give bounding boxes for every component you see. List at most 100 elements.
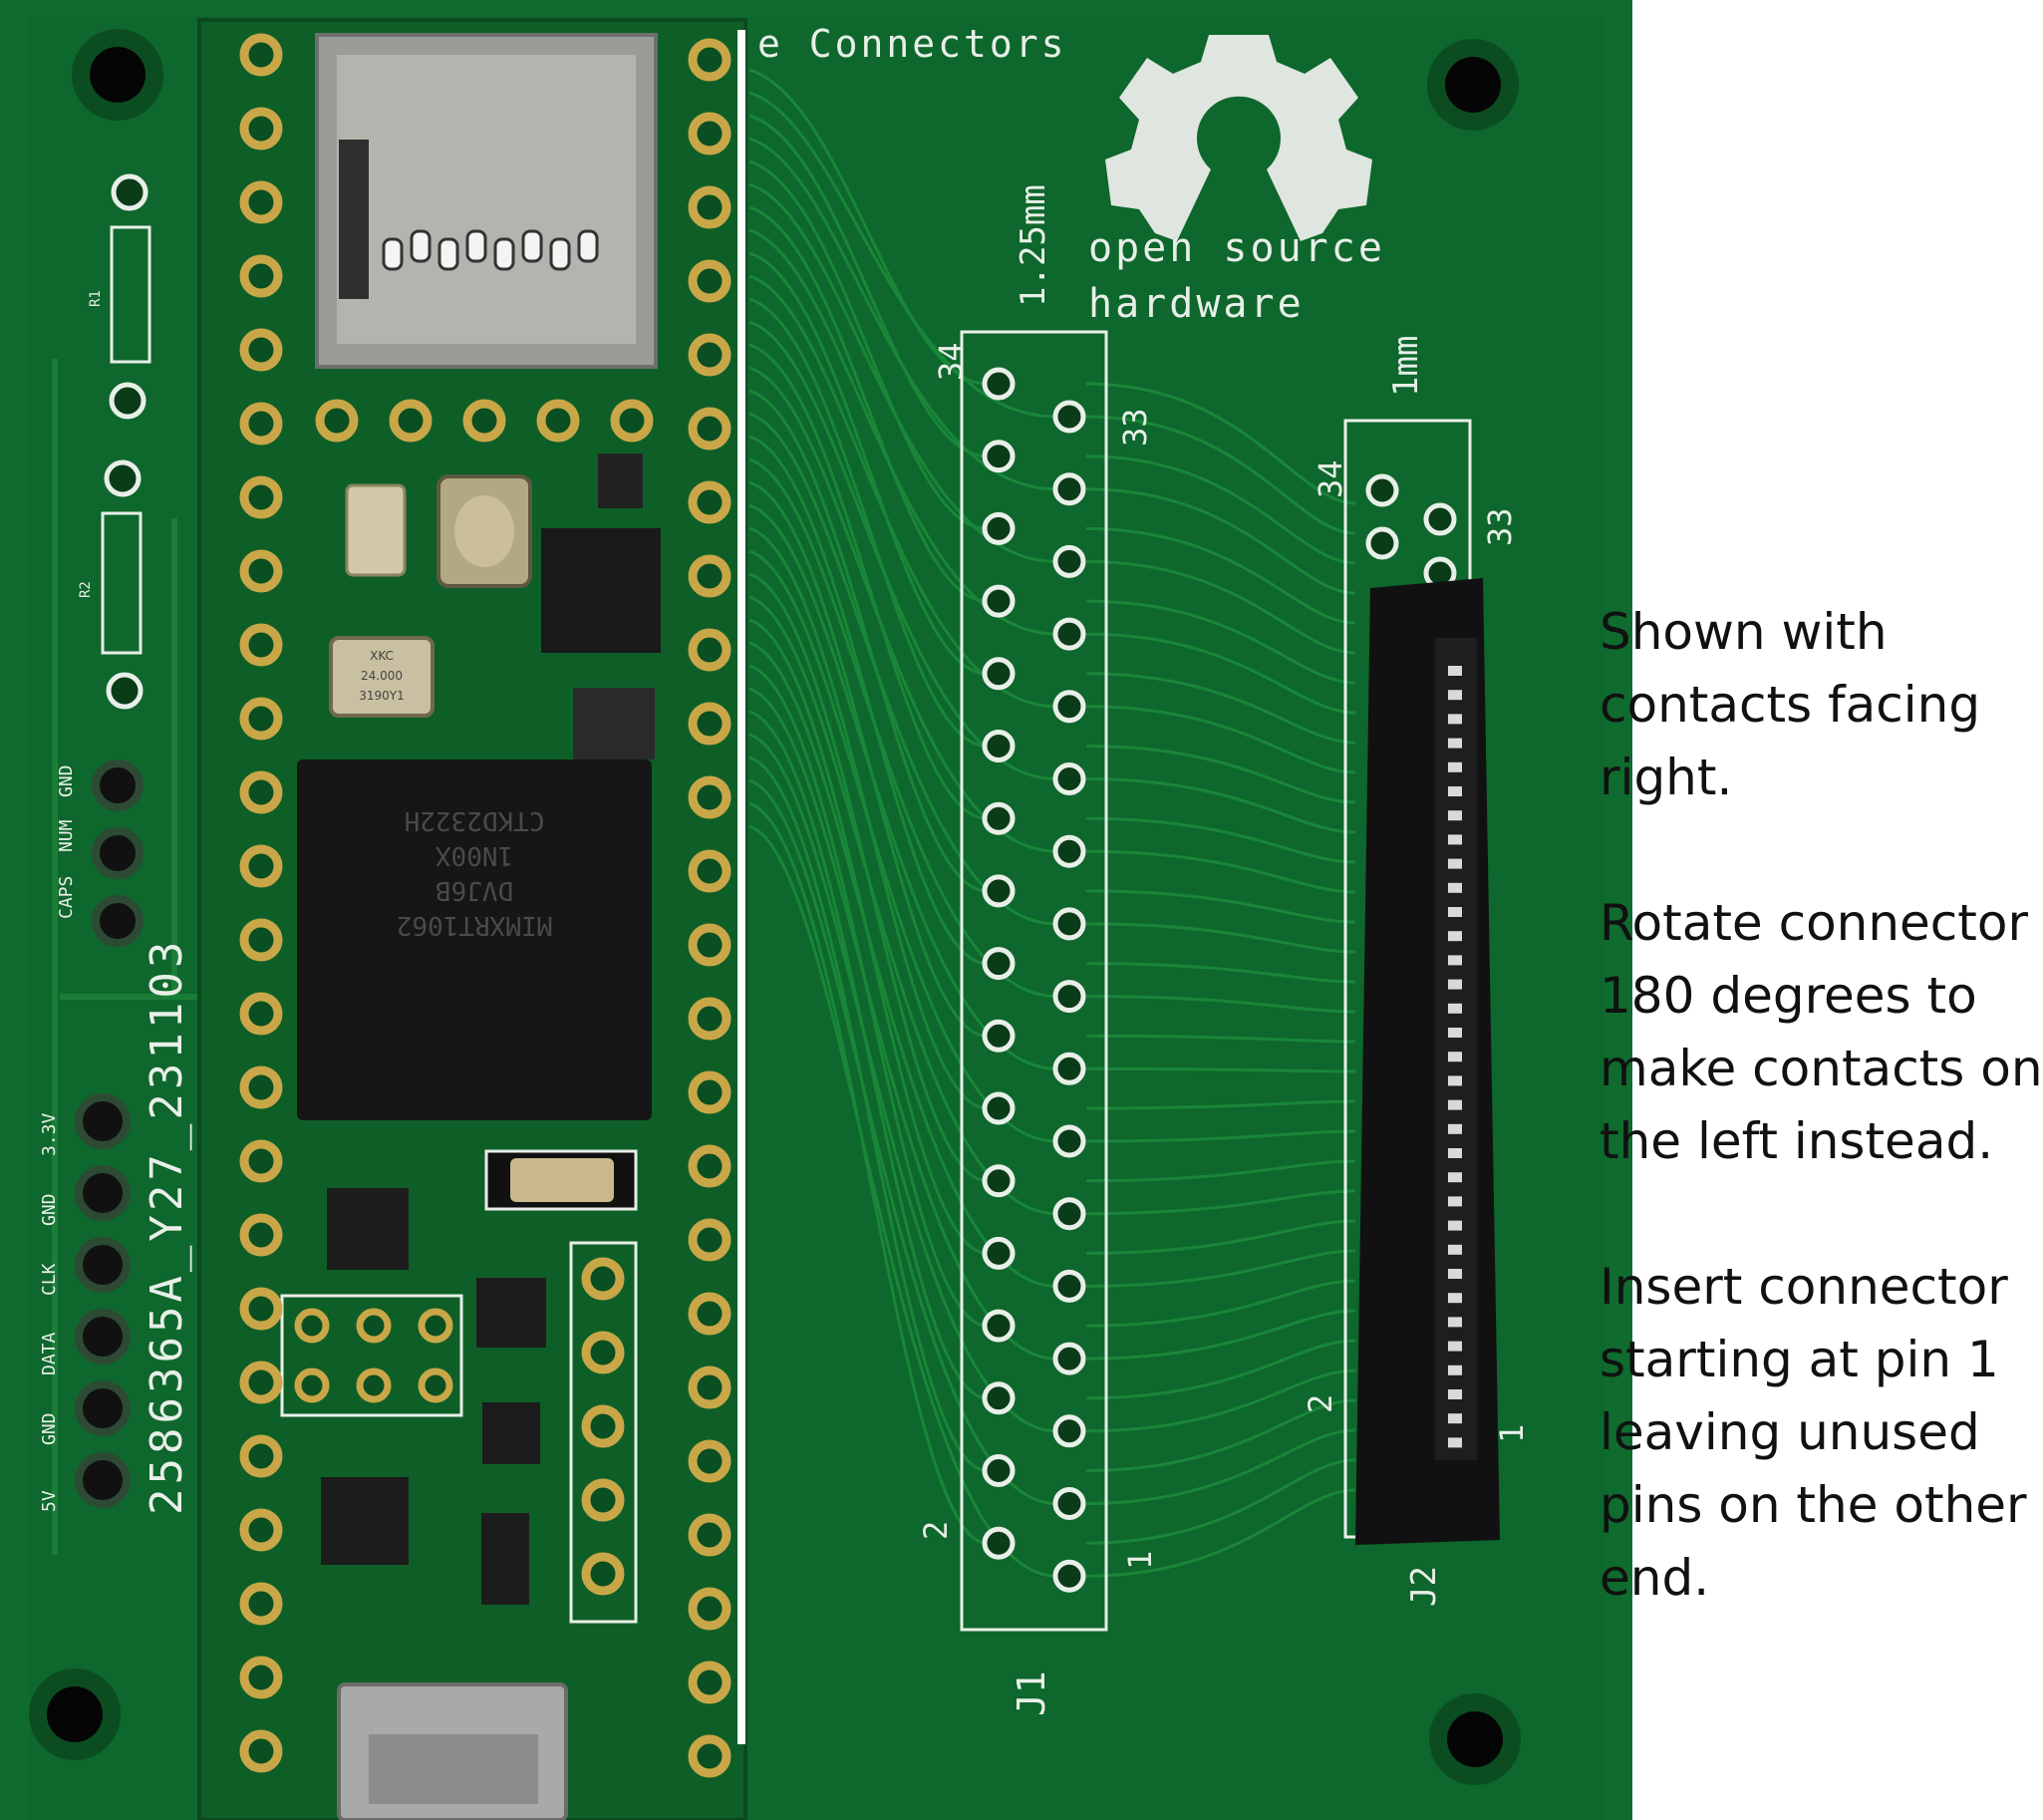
j2-contact xyxy=(1448,979,1462,990)
header-label: CLK xyxy=(39,1263,60,1296)
header-label: 3.3V xyxy=(39,1112,60,1156)
trace-line xyxy=(1085,1488,1356,1578)
j2-contact xyxy=(1448,858,1462,869)
j1-pad xyxy=(1052,617,1086,651)
pad-block-pin xyxy=(356,1367,392,1403)
teensy-pad-row xyxy=(389,399,433,443)
teensy-pin-right xyxy=(688,1070,731,1114)
j2-contact xyxy=(1448,1172,1462,1183)
crystal-text-line: 24.000 xyxy=(361,669,403,683)
header-label: GND xyxy=(39,1193,60,1226)
teensy-pin-left xyxy=(239,1287,283,1331)
trace-line xyxy=(1085,1428,1356,1505)
j2-contact xyxy=(1448,1220,1462,1231)
sd-contact xyxy=(493,237,515,271)
teensy-pin-right xyxy=(688,185,731,229)
j2-contact xyxy=(1448,761,1462,772)
trace-line xyxy=(1085,1458,1356,1545)
j2-contact xyxy=(1448,810,1462,821)
trace-line xyxy=(748,343,988,820)
j1-pad xyxy=(982,440,1016,473)
j1-pad xyxy=(1052,544,1086,578)
trace-line xyxy=(1085,705,1356,774)
j1-pad xyxy=(982,1309,1016,1343)
trace-line xyxy=(1085,889,1356,924)
j1-pad xyxy=(1052,690,1086,724)
trace-line xyxy=(1085,599,1356,685)
j1-pad xyxy=(1052,1559,1086,1593)
j1-pad xyxy=(1052,1197,1086,1231)
j2-contact xyxy=(1448,714,1462,725)
j2-contact xyxy=(1448,907,1462,917)
teensy-module: XKC 24.000 3190Y1 MIMXRT1062 DVJ6B 1N00X… xyxy=(197,18,747,1820)
j1-pin-label: 1 xyxy=(1121,1551,1159,1570)
teensy-pin-right xyxy=(688,923,731,967)
pad-column-pin xyxy=(581,1331,625,1374)
j1-pad xyxy=(982,947,1016,981)
teensy-pin-left xyxy=(239,328,283,372)
j2-contact xyxy=(1448,1028,1462,1038)
trace-line xyxy=(1085,922,1356,954)
oshw-gear-icon xyxy=(1105,35,1372,241)
teensy-pin-right xyxy=(688,1144,731,1188)
pad-column-pin xyxy=(581,1257,625,1301)
resistor-label: R1 xyxy=(88,290,104,307)
trace-line xyxy=(1085,672,1356,745)
teensy-pin-left xyxy=(239,770,283,814)
resistor-r1: R1 xyxy=(88,173,151,420)
teensy-pin-left xyxy=(239,107,283,151)
pad-column-5 xyxy=(569,1241,638,1624)
crystal-text-line: XKC xyxy=(370,649,394,663)
teensy-pin-left xyxy=(239,402,283,446)
j1-pad xyxy=(982,1381,1016,1415)
pad-block-pin xyxy=(418,1367,453,1403)
trace-line xyxy=(1085,1398,1356,1472)
j2-pin-label: 33 xyxy=(1481,507,1519,546)
j1-pad xyxy=(1052,907,1086,941)
sd-contact xyxy=(382,237,404,271)
teensy-pin-right xyxy=(688,702,731,746)
j1-pad xyxy=(1052,1124,1086,1158)
j2-contact xyxy=(1448,1437,1462,1448)
teensy-pin-right xyxy=(688,1292,731,1336)
j1-pad xyxy=(1052,1269,1086,1303)
trace-line xyxy=(1085,995,1356,1014)
j1-pad xyxy=(1052,762,1086,795)
instruction-text: Insert connector starting at pin 1 leavi… xyxy=(1600,1258,2027,1607)
mcu-text-line: MIMXRT1062 xyxy=(397,910,553,940)
mcu-chip: MIMXRT1062 DVJ6B 1N00X CTKD2322H xyxy=(297,759,652,1120)
sd-contact xyxy=(549,237,571,271)
board-title-partial: e Connectors xyxy=(757,22,1067,66)
teensy-pin-right xyxy=(688,997,731,1041)
j2-contact xyxy=(1448,1365,1462,1375)
header-power-data xyxy=(75,1093,131,1508)
teensy-pin-left xyxy=(239,844,283,888)
j1-pad xyxy=(982,657,1016,691)
j2-contact xyxy=(1448,738,1462,749)
teensy-pin-right xyxy=(688,628,731,672)
trace-line xyxy=(748,251,988,676)
header-pin xyxy=(75,1165,131,1221)
resistor-label: R2 xyxy=(78,581,94,598)
teensy-pin-right xyxy=(688,849,731,893)
pad-block-pin xyxy=(418,1308,453,1344)
teensy-pin-left xyxy=(239,1434,283,1478)
header-pin xyxy=(75,1309,131,1365)
trace-line xyxy=(1085,1309,1356,1361)
teensy-pin-right xyxy=(688,38,731,82)
mcu-text-line: DVJ6B xyxy=(436,875,513,905)
sd-contact xyxy=(410,229,432,263)
j2-pin-label: 1 xyxy=(1493,1424,1531,1443)
teensy-pin-left xyxy=(239,1361,283,1404)
trace-line xyxy=(1085,962,1356,984)
trace-line xyxy=(748,205,988,603)
resistor-r2: R2 xyxy=(78,459,144,710)
label-pitch-j1: 1.25mm xyxy=(1014,184,1053,307)
trace-line xyxy=(1085,526,1356,625)
teensy-pin-right xyxy=(688,333,731,377)
header-pin xyxy=(92,759,144,811)
j1-pad xyxy=(982,874,1016,908)
teensy-pin-left xyxy=(239,918,283,962)
trace-line xyxy=(748,801,988,1545)
trace-line xyxy=(1085,487,1356,595)
